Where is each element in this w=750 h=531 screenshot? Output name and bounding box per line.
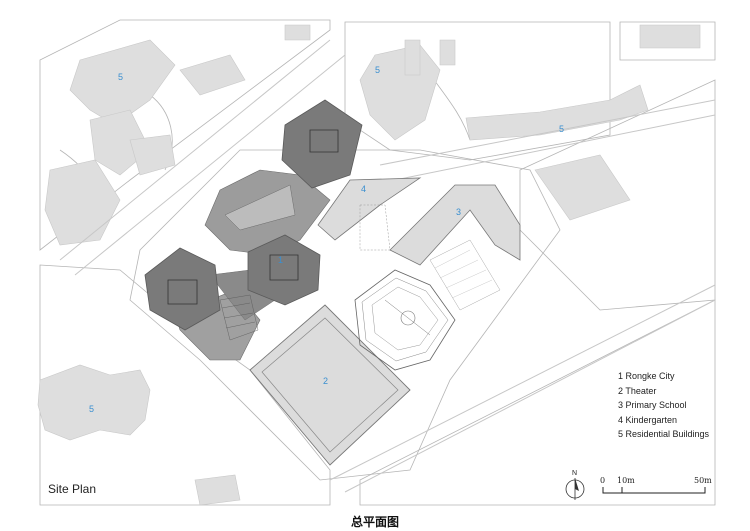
- legend-item-kindergarten: 4 Kindergarten: [618, 414, 678, 425]
- scale-label-10m: 10m: [617, 476, 635, 485]
- map-label-residential-ne: 5: [559, 124, 564, 134]
- map-number-labels: 1 2 3 4 5 5 5 5: [89, 65, 564, 414]
- map-label-primary-school: 3: [456, 207, 461, 217]
- scale-bar: 0 10m 50m: [600, 476, 712, 494]
- primary-school-building: [389, 184, 521, 311]
- map-label-residential-nw: 5: [118, 72, 123, 82]
- map-label-residential-n: 5: [375, 65, 380, 75]
- theater-building: [249, 304, 411, 466]
- figure-caption: 总平面图: [350, 515, 399, 529]
- legend: 1 Rongke City 2 Theater 3 Primary School…: [618, 369, 709, 442]
- map-label-rongke-city: 1: [278, 255, 283, 265]
- rongke-city-complex: [144, 99, 363, 361]
- sports-track: [354, 269, 456, 371]
- scale-label-50m: 50m: [694, 476, 712, 485]
- residential-buildings: [37, 24, 701, 506]
- legend-item-residential: 5 Residential Buildings: [618, 429, 710, 439]
- north-label: N: [572, 470, 577, 477]
- roads: [59, 39, 716, 493]
- north-arrow-icon: N: [565, 470, 585, 500]
- street-blocks: [39, 19, 716, 506]
- legend-item-theater: 2 Theater: [618, 385, 657, 396]
- legend-item-rongke-city: 1 Rongke City: [618, 371, 675, 381]
- map-label-kindergarten: 4: [361, 184, 366, 194]
- map-label-theater: 2: [323, 376, 328, 386]
- scale-label-0: 0: [600, 476, 605, 485]
- plan-title: Site Plan: [48, 482, 97, 496]
- map-label-residential-sw: 5: [89, 404, 94, 414]
- legend-item-primary-school: 3 Primary School: [618, 400, 687, 410]
